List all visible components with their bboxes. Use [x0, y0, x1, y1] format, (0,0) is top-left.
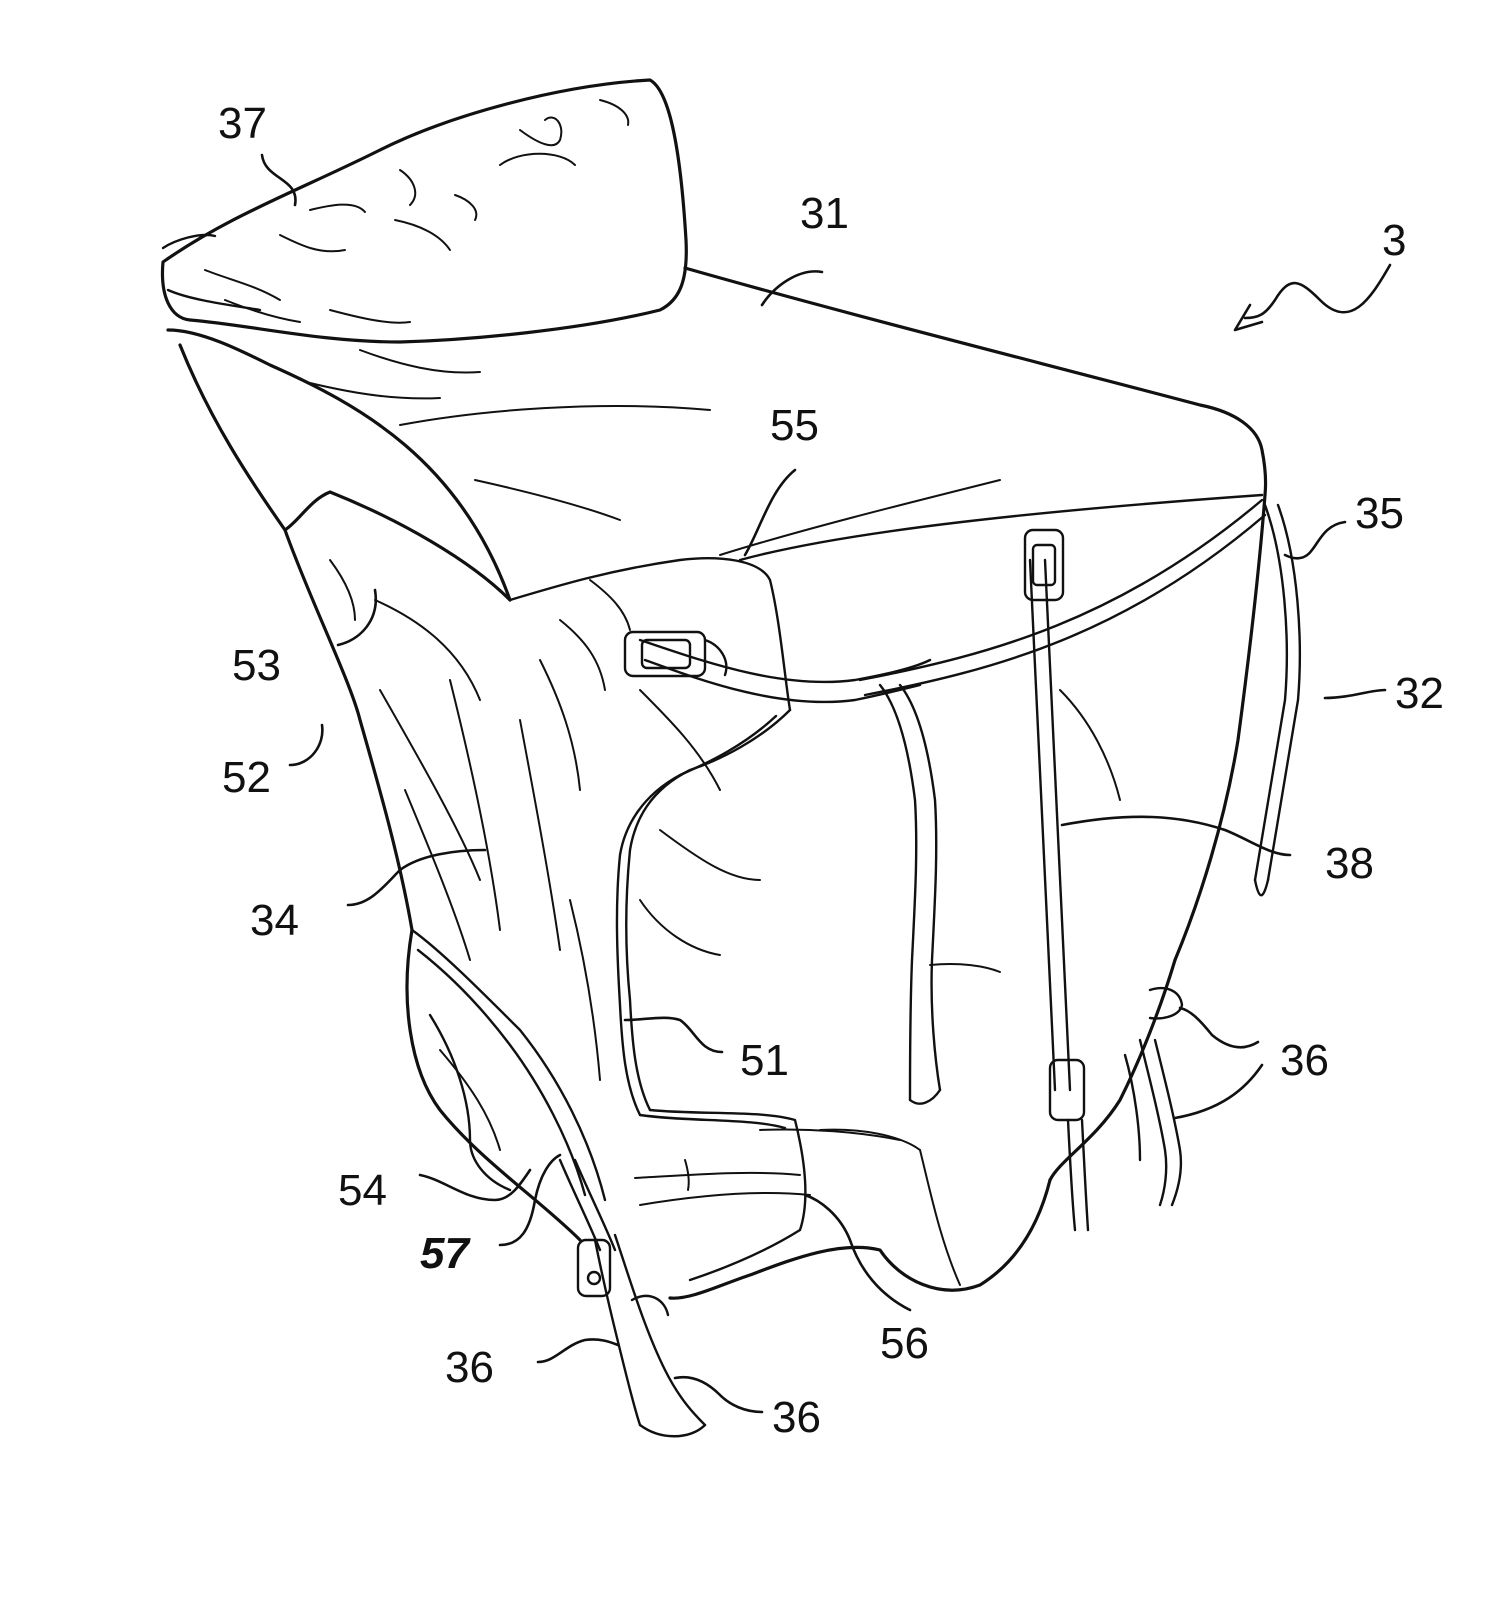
- label-36-lower-left: 36: [445, 1343, 494, 1392]
- label-38: 38: [1325, 839, 1374, 888]
- label-56: 56: [880, 1319, 929, 1368]
- label-36-lower: 36: [772, 1393, 821, 1442]
- reference-numerals: 3 31 37 55 35 53 32 52 38 34 51 36 54 57…: [218, 99, 1444, 1442]
- label-31: 31: [800, 189, 849, 238]
- label-34: 34: [250, 896, 299, 945]
- label-3: 3: [1382, 216, 1406, 265]
- label-37: 37: [218, 99, 267, 148]
- buckle-clip: [625, 632, 726, 676]
- label-35: 35: [1355, 489, 1404, 538]
- label-54: 54: [338, 1166, 387, 1215]
- label-53: 53: [232, 641, 281, 690]
- seat-cover-body: [168, 268, 1266, 1298]
- label-52: 52: [222, 753, 271, 802]
- label-51: 51: [740, 1036, 789, 1085]
- leader-lines: [262, 155, 1390, 1412]
- label-57: 57: [420, 1229, 471, 1278]
- label-36-right: 36: [1280, 1036, 1329, 1085]
- label-55: 55: [770, 401, 819, 450]
- label-32: 32: [1395, 669, 1444, 718]
